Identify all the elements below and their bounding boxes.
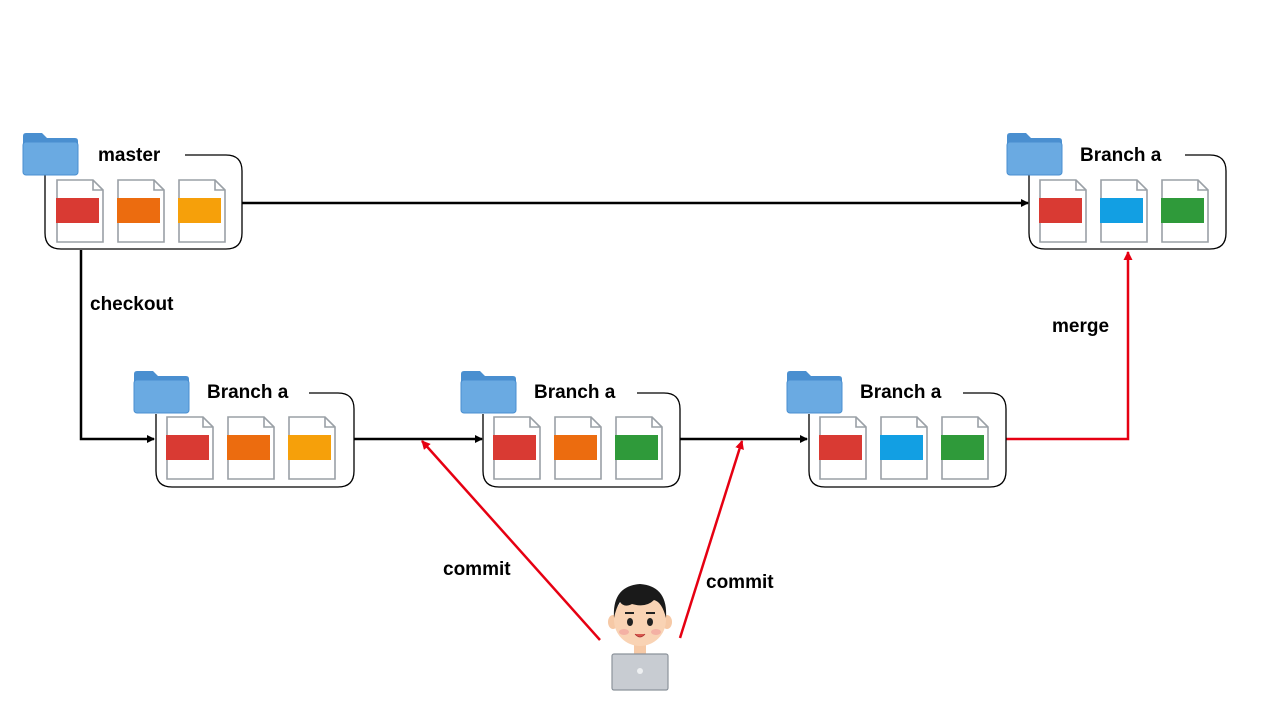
file-color-band xyxy=(615,435,658,460)
connectors xyxy=(79,199,1133,641)
folder-icon xyxy=(786,371,843,414)
node-label: Branch a xyxy=(534,382,616,403)
file-color-band xyxy=(56,198,99,223)
node-merged: Branch a xyxy=(1006,133,1227,250)
node-border xyxy=(1028,154,1227,250)
node-border xyxy=(808,392,1007,488)
commit-arrow-2 xyxy=(678,440,744,639)
folder-icon xyxy=(1006,133,1063,176)
document-green-icon xyxy=(1161,179,1209,243)
node-label: Branch a xyxy=(860,382,942,403)
file-color-band xyxy=(166,435,209,460)
merge-arrow xyxy=(1006,251,1133,441)
document-red-icon xyxy=(1039,179,1087,243)
file-color-band xyxy=(493,435,536,460)
folder-icon xyxy=(22,133,79,176)
merge-label: merge xyxy=(1052,316,1109,337)
document-red-icon xyxy=(166,416,214,480)
file-color-band xyxy=(941,435,984,460)
file-color-band xyxy=(1100,198,1143,223)
file-color-band xyxy=(178,198,221,223)
file-color-band xyxy=(117,198,160,223)
node-border xyxy=(155,392,355,488)
document-red-icon xyxy=(493,416,541,480)
file-color-band xyxy=(288,435,331,460)
document-orange-icon xyxy=(227,416,275,480)
file-color-band xyxy=(880,435,923,460)
document-orange-icon xyxy=(554,416,602,480)
document-amber-icon xyxy=(178,179,226,243)
commit-arrow-1 xyxy=(421,440,601,641)
checkout-label: checkout xyxy=(90,294,174,315)
node-border xyxy=(44,154,243,250)
checkout-arrow xyxy=(79,250,155,443)
document-red-icon xyxy=(56,179,104,243)
commit-label-1: commit xyxy=(443,559,511,580)
node-branch-3: Branch a xyxy=(786,371,1007,488)
node-branch-1: Branch a xyxy=(133,371,355,488)
folder-icon xyxy=(460,371,517,414)
file-color-band xyxy=(1039,198,1082,223)
file-color-band xyxy=(819,435,862,460)
document-orange-icon xyxy=(117,179,165,243)
node-branch-2: Branch a xyxy=(460,371,681,488)
node-master: master xyxy=(22,133,243,250)
document-green-icon xyxy=(615,416,663,480)
document-blue-icon xyxy=(880,416,928,480)
folder-icon xyxy=(133,371,190,414)
document-red-icon xyxy=(819,416,867,480)
node-label: Branch a xyxy=(1080,145,1162,166)
node-label: master xyxy=(98,145,161,166)
document-amber-icon xyxy=(288,416,336,480)
commit-label-2: commit xyxy=(706,572,774,593)
node-label: Branch a xyxy=(207,382,289,403)
node-border xyxy=(482,392,681,488)
file-color-band xyxy=(554,435,597,460)
file-color-band xyxy=(1161,198,1204,223)
document-blue-icon xyxy=(1100,179,1148,243)
document-green-icon xyxy=(941,416,989,480)
file-color-band xyxy=(227,435,270,460)
developer-with-laptop-icon xyxy=(608,584,672,691)
